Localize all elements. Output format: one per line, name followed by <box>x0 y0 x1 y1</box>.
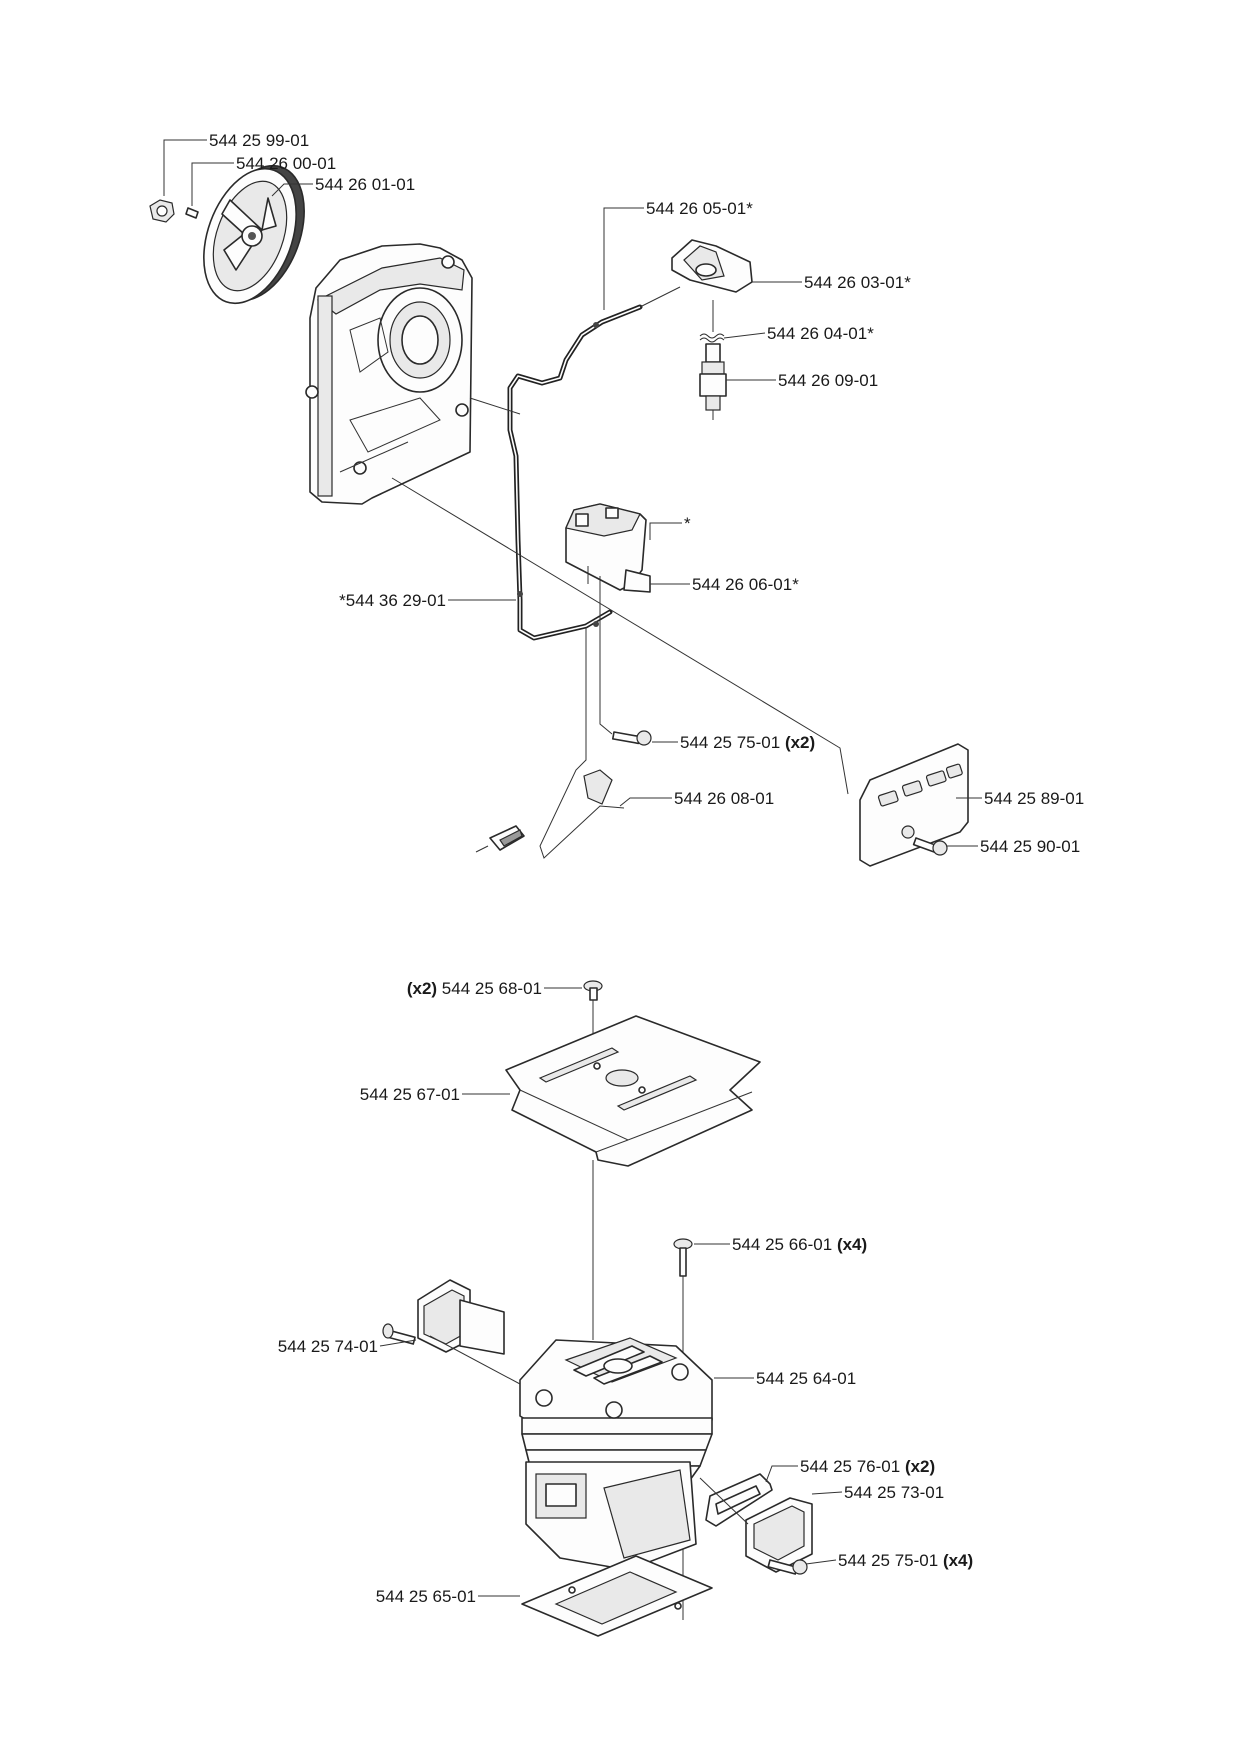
label-p22: 544 25 75-01 (x4) <box>838 1551 973 1570</box>
label-p16: 544 25 67-01 <box>360 1085 460 1104</box>
label-p09: 544 26 06-01* <box>692 575 799 594</box>
leader-lines <box>163 139 982 1597</box>
label-p20: 544 25 76-01 (x2) <box>800 1457 935 1476</box>
outlet-gasket <box>705 1473 773 1527</box>
cover-screw-top <box>583 980 603 1001</box>
label-p01: 544 25 99-01 <box>209 131 309 150</box>
ignition-cable <box>507 286 681 641</box>
label-p03: 544 26 01-01 <box>315 175 415 194</box>
inlet-screw <box>382 1323 416 1345</box>
label-p12: 544 26 08-01 <box>674 789 774 808</box>
cylinder-screw <box>673 1238 693 1277</box>
flywheel <box>203 164 305 305</box>
label-p17: 544 25 66-01 (x4) <box>732 1235 867 1254</box>
label-p15: (x2) 544 25 68-01 <box>407 979 542 998</box>
label-p14: 544 25 90-01 <box>980 837 1080 856</box>
label-p06: 544 26 04-01* <box>767 324 874 343</box>
spring <box>699 333 725 343</box>
outlet-screw <box>767 1559 808 1575</box>
label-p07: 544 26 09-01 <box>778 371 878 390</box>
cylinder <box>519 1337 713 1571</box>
spark-plug <box>699 343 727 420</box>
nut <box>149 199 175 223</box>
label-p13: 544 25 89-01 <box>984 789 1084 808</box>
outlet-flange <box>699 1477 813 1573</box>
spark-plug-cap <box>671 239 753 293</box>
label-p10: *544 36 29-01 <box>339 591 446 610</box>
crankcase <box>305 243 473 505</box>
ignition-screw <box>599 576 652 746</box>
label-p18: 544 25 74-01 <box>278 1337 378 1356</box>
inlet-flange <box>417 1279 521 1385</box>
cylinder-cover <box>505 1015 761 1167</box>
label-p23: 544 25 65-01 <box>376 1587 476 1606</box>
label-p11: 544 25 75-01 (x2) <box>680 733 815 752</box>
short-circuit-cable <box>475 628 625 859</box>
key <box>185 207 199 219</box>
label-p08: * <box>684 514 691 533</box>
ignition-module <box>565 503 651 593</box>
label-p04: 544 26 05-01* <box>646 199 753 218</box>
label-p02: 544 26 00-01 <box>236 154 336 173</box>
label-p05: 544 26 03-01* <box>804 273 911 292</box>
label-p19: 544 25 64-01 <box>756 1369 856 1388</box>
base-gasket <box>521 1555 713 1637</box>
cover-screw <box>912 837 948 856</box>
cover-plate <box>859 743 969 867</box>
label-p21: 544 25 73-01 <box>844 1483 944 1502</box>
